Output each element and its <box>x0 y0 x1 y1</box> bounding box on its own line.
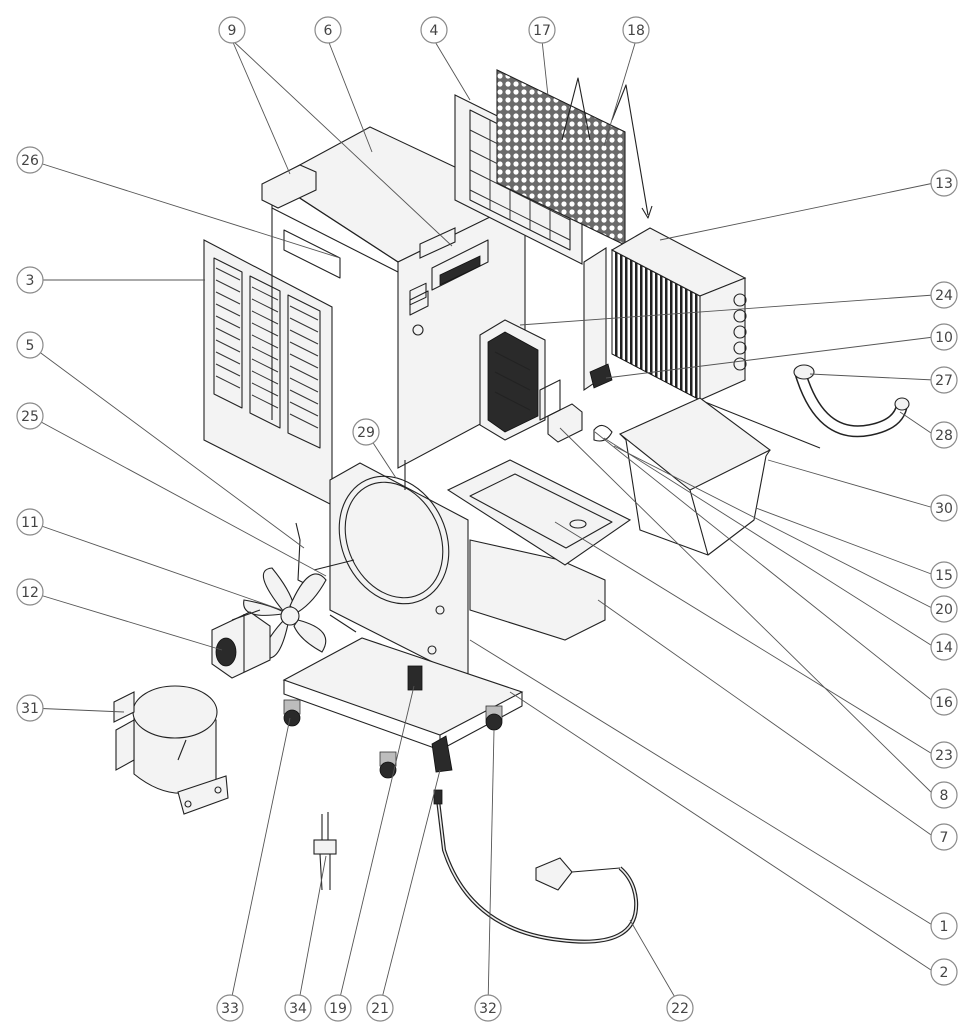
callout-23: 23 <box>930 741 958 769</box>
callout-7: 7 <box>930 823 958 851</box>
svg-text:4: 4 <box>430 23 439 39</box>
callout-30: 30 <box>930 494 958 522</box>
svg-text:9: 9 <box>228 23 237 39</box>
callout-27: 27 <box>930 366 958 394</box>
callout-31: 31 <box>16 694 44 722</box>
svg-text:20: 20 <box>935 602 953 618</box>
power-cord <box>433 789 639 944</box>
callout-33: 33 <box>216 994 244 1022</box>
mounting-plate <box>539 379 561 421</box>
callout-28: 28 <box>930 421 958 449</box>
drain-hose <box>793 364 910 438</box>
callout-19: 19 <box>324 994 352 1022</box>
compressor <box>113 685 229 815</box>
svg-text:18: 18 <box>627 23 645 39</box>
svg-text:26: 26 <box>21 153 39 169</box>
svg-text:8: 8 <box>940 788 949 804</box>
svg-text:15: 15 <box>935 568 953 584</box>
svg-text:16: 16 <box>935 695 953 711</box>
capacitor-clip <box>593 424 613 442</box>
svg-text:34: 34 <box>289 1001 307 1017</box>
callout-29: 29 <box>352 418 380 446</box>
svg-text:28: 28 <box>935 428 953 444</box>
callout-25: 25 <box>16 402 44 430</box>
svg-text:31: 31 <box>21 701 39 717</box>
switch <box>407 665 423 691</box>
relay <box>589 363 613 389</box>
callout-13: 13 <box>930 169 958 197</box>
mounting-brackets <box>261 164 456 259</box>
callouts: 9 6 4 17 18 26 13 3 24 5 10 27 25 28 29 … <box>16 16 958 1022</box>
foot <box>431 735 453 773</box>
callout-8: 8 <box>930 781 958 809</box>
svg-text:5: 5 <box>26 338 35 354</box>
callout-3: 3 <box>16 266 44 294</box>
callout-20: 20 <box>930 595 958 623</box>
svg-text:21: 21 <box>371 1001 389 1017</box>
svg-text:17: 17 <box>533 23 551 39</box>
side-shroud <box>469 539 606 641</box>
callout-9: 9 <box>218 16 246 44</box>
svg-text:14: 14 <box>935 640 953 656</box>
svg-text:33: 33 <box>221 1001 239 1017</box>
svg-text:25: 25 <box>21 409 39 425</box>
callout-2: 2 <box>930 958 958 986</box>
callout-26: 26 <box>16 146 44 174</box>
inner-panel <box>283 229 341 279</box>
sensor <box>313 812 337 891</box>
svg-text:6: 6 <box>324 23 333 39</box>
callout-4: 4 <box>420 16 448 44</box>
fan-motor <box>211 609 271 679</box>
svg-text:22: 22 <box>671 1001 689 1017</box>
callout-1: 1 <box>930 912 958 940</box>
callout-6: 6 <box>314 16 342 44</box>
svg-text:11: 11 <box>21 515 39 531</box>
svg-text:27: 27 <box>935 373 953 389</box>
callout-24: 24 <box>930 281 958 309</box>
svg-text:29: 29 <box>357 425 375 441</box>
callout-16: 16 <box>930 688 958 716</box>
callout-34: 34 <box>284 994 312 1022</box>
callout-12: 12 <box>16 578 44 606</box>
control-box <box>479 319 546 441</box>
callout-21: 21 <box>366 994 394 1022</box>
fan-frame <box>329 460 469 681</box>
svg-text:3: 3 <box>26 273 35 289</box>
castor-wheels <box>283 699 503 779</box>
callout-14: 14 <box>930 633 958 661</box>
callout-32: 32 <box>474 994 502 1022</box>
callout-18: 18 <box>622 16 650 44</box>
heat-exchanger-coil <box>583 227 821 449</box>
svg-text:1: 1 <box>940 919 949 935</box>
water-tank <box>618 397 772 556</box>
callout-15: 15 <box>930 561 958 589</box>
svg-text:32: 32 <box>479 1001 497 1017</box>
svg-text:24: 24 <box>935 288 953 304</box>
insertion-arrows <box>561 77 653 219</box>
fan-brackets <box>295 522 357 633</box>
svg-text:7: 7 <box>940 830 949 846</box>
callout-22: 22 <box>666 994 694 1022</box>
callout-10: 10 <box>930 323 958 351</box>
svg-text:19: 19 <box>329 1001 347 1017</box>
callout-17: 17 <box>528 16 556 44</box>
front-louver-grille <box>203 239 333 506</box>
svg-text:10: 10 <box>935 330 953 346</box>
svg-text:13: 13 <box>935 176 953 192</box>
svg-text:23: 23 <box>935 748 953 764</box>
svg-text:30: 30 <box>935 501 953 517</box>
switch-block <box>547 403 583 443</box>
drip-tray <box>446 459 632 566</box>
callout-11: 11 <box>16 508 44 536</box>
svg-text:12: 12 <box>21 585 39 601</box>
svg-text:2: 2 <box>940 965 949 981</box>
callout-5: 5 <box>16 331 44 359</box>
